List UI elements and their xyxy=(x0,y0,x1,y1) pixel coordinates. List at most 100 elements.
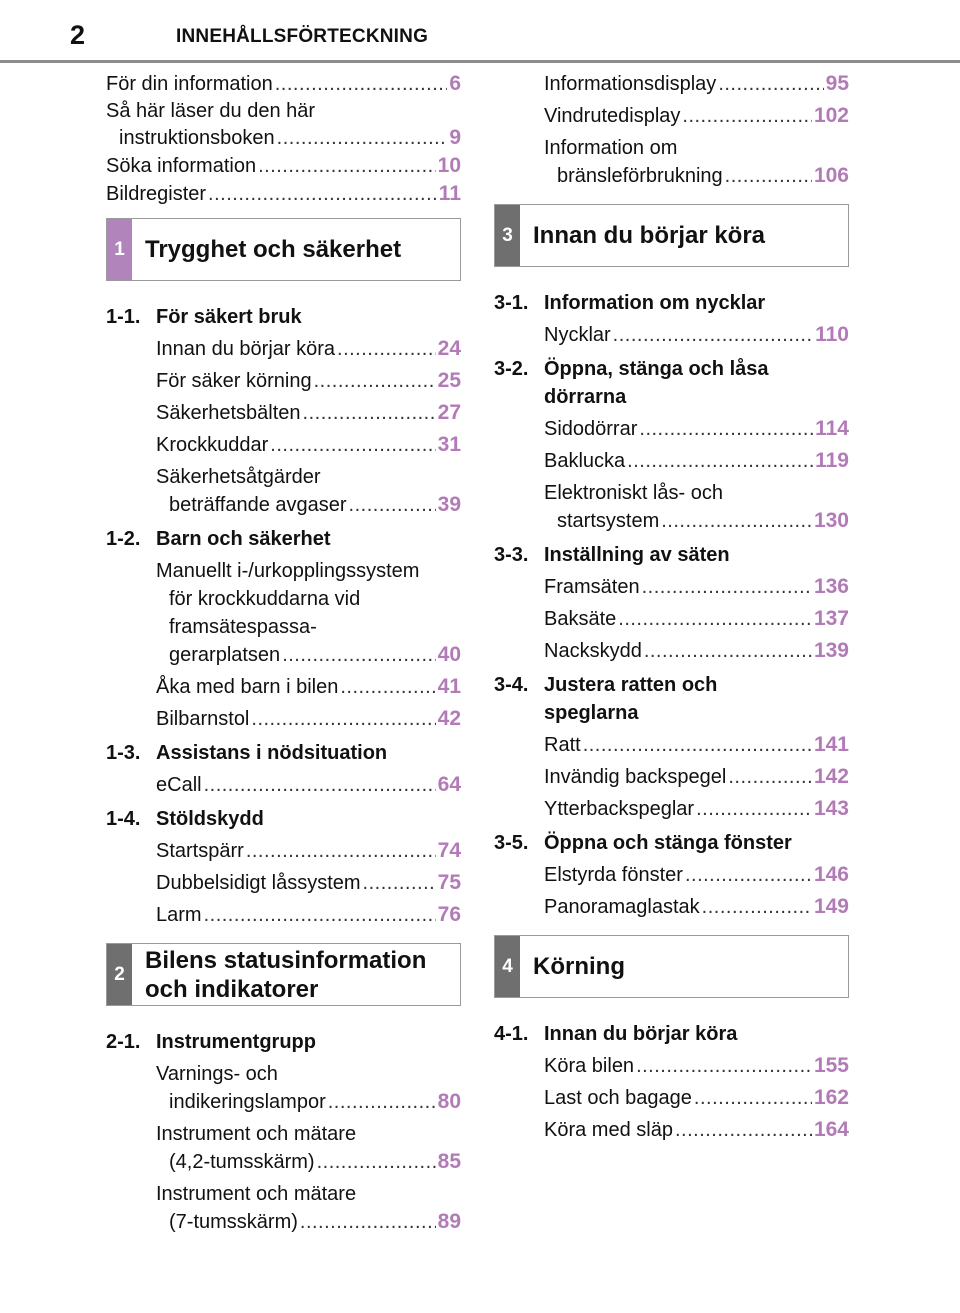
section-heading: 1-3.Assistans i nödsituation xyxy=(106,742,388,764)
section-heading: 1-2.Barn och säkerhet xyxy=(106,528,331,550)
toc-entry[interactable]: Framsäten136 xyxy=(544,573,849,601)
toc-entry[interactable]: Vindrutedisplay102 xyxy=(544,102,849,130)
toc-entry[interactable]: Säkerhetsbälten27 xyxy=(156,399,461,427)
toc-entry[interactable]: Startspärr74 xyxy=(156,837,461,865)
page-link[interactable]: 130 xyxy=(813,509,849,532)
page-link[interactable]: 95 xyxy=(825,72,849,95)
chapter-1-header[interactable]: 1 Trygghet och säkerhet xyxy=(106,218,461,281)
page-link[interactable]: 6 xyxy=(449,72,461,95)
toc-entry[interactable]: Ratt141 xyxy=(544,731,849,759)
page-link[interactable]: 25 xyxy=(437,369,461,392)
page-header: 2 INNEHÅLLSFÖRTECKNING xyxy=(0,0,960,63)
page-link[interactable]: 106 xyxy=(813,164,849,187)
section-heading: 3-1.Information om nycklar xyxy=(494,292,766,314)
page-number: 2 xyxy=(70,20,86,50)
toc-entry[interactable]: Informationsdisplay95 xyxy=(544,70,849,98)
page-link[interactable]: 10 xyxy=(437,154,461,177)
page-link[interactable]: 27 xyxy=(437,401,461,424)
toc-entry[interactable]: Köra med släp164 xyxy=(544,1116,849,1144)
section-heading: 3-3.Inställning av säten xyxy=(494,544,730,566)
section-heading: 1-4.Stöldskydd xyxy=(106,808,264,830)
page-link[interactable]: 85 xyxy=(437,1150,461,1173)
page-link[interactable]: 110 xyxy=(815,323,849,346)
page-link[interactable]: 24 xyxy=(437,337,461,360)
toc-entry[interactable]: Innan du börjar köra24 xyxy=(156,335,461,363)
chapter-number-tab: 2 xyxy=(107,944,132,1005)
chapter-number-tab: 4 xyxy=(495,936,520,997)
page-link[interactable]: 42 xyxy=(437,707,461,730)
page-link[interactable]: 146 xyxy=(813,863,849,886)
page-link[interactable]: 9 xyxy=(449,126,461,149)
toc-entry[interactable]: Panoramaglastak149 xyxy=(544,893,849,921)
toc-entry[interactable]: Instrument och mätare (4,2-tumsskärm)85 xyxy=(156,1120,461,1176)
toc-entry[interactable]: Information om bränsleförbrukning106 xyxy=(544,134,849,190)
page-link[interactable]: 76 xyxy=(437,903,461,926)
page-link[interactable]: 162 xyxy=(813,1086,849,1109)
toc-entry[interactable]: Åka med barn i bilen41 xyxy=(156,673,461,701)
toc-entry[interactable]: Bilbarnstol42 xyxy=(156,705,461,733)
toc-entry[interactable]: Varnings- och indikeringslampor80 xyxy=(156,1060,461,1116)
page-link[interactable]: 75 xyxy=(437,871,461,894)
chapter-4-header[interactable]: 4 Körning xyxy=(494,935,849,998)
toc-entry[interactable]: eCall64 xyxy=(156,771,461,799)
page-link[interactable]: 143 xyxy=(813,797,849,820)
page-link[interactable]: 137 xyxy=(813,607,849,630)
toc-entry[interactable]: Manuellt i-/urkopplingssystem för krockk… xyxy=(156,557,461,669)
page-link[interactable]: 136 xyxy=(813,575,849,598)
toc-entry[interactable]: Ytterbackspeglar143 xyxy=(544,795,849,823)
toc-entry[interactable]: Instrument och mätare (7-tumsskärm)89 xyxy=(156,1180,461,1236)
toc-entry[interactable]: Elektroniskt lås- och startsystem130 xyxy=(544,479,849,535)
page-link[interactable]: 41 xyxy=(437,675,461,698)
toc-entry[interactable]: För din information6 xyxy=(106,70,461,98)
toc-entry[interactable]: Last och bagage162 xyxy=(544,1084,849,1112)
page-link[interactable]: 114 xyxy=(815,417,849,440)
page-link[interactable]: 11 xyxy=(438,182,461,205)
page-link[interactable]: 155 xyxy=(813,1054,849,1077)
toc-entry[interactable]: Köra bilen155 xyxy=(544,1052,849,1080)
page-link[interactable]: 89 xyxy=(437,1210,461,1233)
page-title: INNEHÅLLSFÖRTECKNING xyxy=(176,26,429,47)
chapter-number-tab: 3 xyxy=(495,205,520,266)
page-link[interactable]: 164 xyxy=(813,1118,849,1141)
page-link[interactable]: 39 xyxy=(437,493,461,516)
toc-entry[interactable]: Baklucka119 xyxy=(544,447,849,475)
toc-right-column: Informationsdisplay95 Vindrutedisplay102… xyxy=(494,70,849,1144)
chapter-3-header[interactable]: 3 Innan du börjar köra xyxy=(494,204,849,267)
toc-entry[interactable]: Krockkuddar31 xyxy=(156,431,461,459)
toc-entry[interactable]: Invändig backspegel142 xyxy=(544,763,849,791)
page-link[interactable]: 142 xyxy=(813,765,849,788)
page-link[interactable]: 141 xyxy=(813,733,849,756)
page-link[interactable]: 74 xyxy=(437,839,461,862)
header-divider xyxy=(0,60,960,63)
toc-entry[interactable]: Nycklar110 xyxy=(544,321,849,349)
toc-entry[interactable]: Larm76 xyxy=(156,901,461,929)
page-link[interactable]: 119 xyxy=(815,449,849,472)
toc-entry[interactable]: För säker körning25 xyxy=(156,367,461,395)
page-link[interactable]: 149 xyxy=(813,895,849,918)
toc-entry[interactable]: Så här läser du den här instruktionsboke… xyxy=(106,98,461,152)
section-heading: 2-1.Instrumentgrupp xyxy=(106,1031,316,1053)
page-link[interactable]: 40 xyxy=(437,643,461,666)
chapter-title: Bilens statusinformation och indikatorer xyxy=(145,946,427,1003)
page-link[interactable]: 31 xyxy=(437,433,461,456)
toc-entry[interactable]: Säkerhetsåtgärder beträffande avgaser39 xyxy=(156,463,461,519)
page-link[interactable]: 139 xyxy=(813,639,849,662)
toc-entry[interactable]: Nackskydd139 xyxy=(544,637,849,665)
toc-entry[interactable]: Sidodörrar114 xyxy=(544,415,849,443)
page-link[interactable]: 80 xyxy=(437,1090,461,1113)
page-link[interactable]: 102 xyxy=(813,104,849,127)
page-link[interactable]: 64 xyxy=(437,773,461,796)
toc-entry[interactable]: Bildregister11 xyxy=(106,180,461,208)
chapter-2-header[interactable]: 2 Bilens statusinformation och indikator… xyxy=(106,943,461,1006)
toc-entry[interactable]: Baksäte137 xyxy=(544,605,849,633)
chapter-title: Trygghet och säkerhet xyxy=(145,236,402,263)
chapter-title: Körning xyxy=(533,953,625,980)
toc-entry[interactable]: Dubbelsidigt låssystem75 xyxy=(156,869,461,897)
toc-left-column: För din information6 Så här läser du den… xyxy=(106,70,461,1236)
toc-entry[interactable]: Söka information10 xyxy=(106,152,461,180)
section-heading: 1-1.För säkert bruk xyxy=(106,306,302,328)
chapter-number-tab: 1 xyxy=(107,219,132,280)
toc-entry[interactable]: Elstyrda fönster146 xyxy=(544,861,849,889)
